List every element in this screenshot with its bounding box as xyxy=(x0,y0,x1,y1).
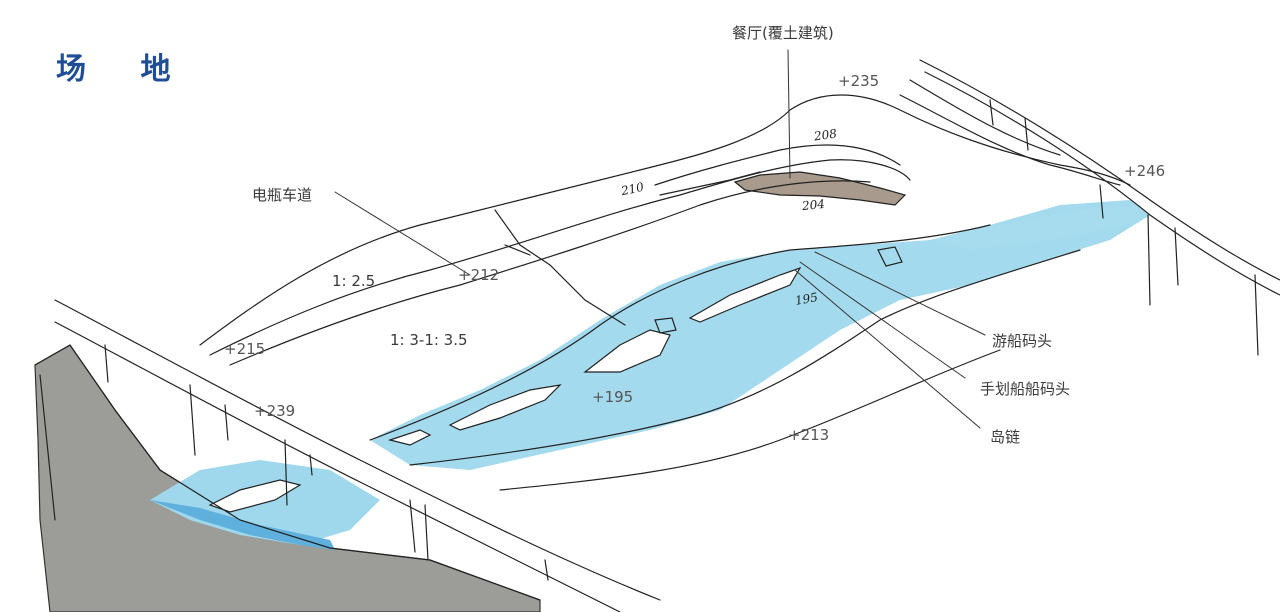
elevation-235: +235 xyxy=(838,72,880,90)
elevation-215: +215 xyxy=(224,340,266,358)
island xyxy=(208,479,302,513)
cruise-pier-label: 游船码头 xyxy=(992,332,1053,350)
river-water-deep xyxy=(150,500,335,550)
elevation-239: +239 xyxy=(254,402,296,420)
slope-ratio-1: 1: 2.5 xyxy=(332,272,376,290)
island xyxy=(448,384,562,431)
river-water xyxy=(370,200,1150,470)
river-water-upper xyxy=(930,205,1140,250)
sketch-lines xyxy=(34,49,1280,612)
island-chain-label: 岛链 xyxy=(990,428,1021,446)
slope-ratio-2: 1: 3-1: 3.5 xyxy=(390,331,468,349)
island xyxy=(387,429,432,446)
ev-road-label: 电瓶车道 xyxy=(252,186,313,204)
page-title: 场 地 xyxy=(56,52,193,87)
elevation-212: +212 xyxy=(458,266,500,284)
elevation-195: +195 xyxy=(592,388,634,406)
elevation-213: +213 xyxy=(788,426,830,444)
elevation-246: +246 xyxy=(1124,162,1166,180)
island xyxy=(688,266,802,323)
rowboat-pier-label: 手划船船码头 xyxy=(980,380,1071,398)
restaurant-label: 餐厅(覆土建筑) xyxy=(732,24,834,42)
restaurant-roof xyxy=(733,171,907,206)
sketch-note-204: 204 xyxy=(801,196,826,214)
island xyxy=(583,329,671,373)
